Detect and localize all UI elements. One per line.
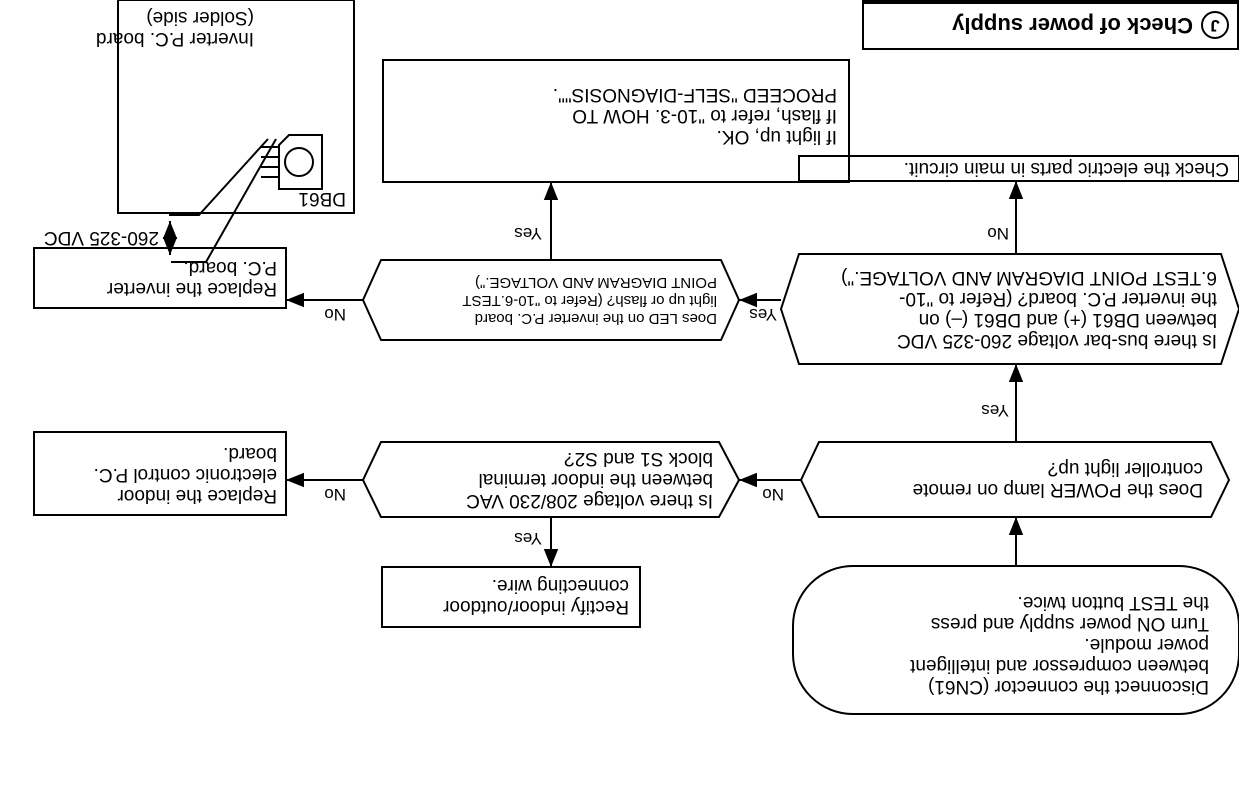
action-light-ok: If light up, OK. If flash, refer to "10-… (553, 84, 837, 147)
action-line: electronic control P.C. (93, 464, 277, 485)
db61-label: DB61 (298, 188, 346, 209)
start-instruction: Disconnect the connector (CN61) between … (910, 592, 1209, 697)
decision-line: Is there bus-bar voltage 260-325 VDC (896, 330, 1217, 351)
pcb-connector-outline (278, 134, 323, 190)
start-line: Turn ON power supply and press (930, 613, 1209, 634)
action-line: connecting wire. (491, 575, 629, 596)
a-rectify-outline (381, 566, 641, 628)
decision-line: Does the POWER lamp on remote (912, 479, 1203, 501)
edge-label-yes: Yes (749, 305, 777, 324)
start-line: power module. (1084, 634, 1209, 655)
action-line: P.C. board. (183, 257, 277, 278)
decision-line: light up or flash? (Refer to "10-6.TEST (462, 292, 717, 309)
decision-line: POINT DIAGRAM AND VOLTAGE.") (474, 274, 717, 291)
action-line: If flash, refer to "10-3. HOW TO (572, 105, 837, 126)
edge-label-yes: Yes (514, 224, 542, 243)
decision-line: controller light up? (1047, 458, 1203, 480)
a-replace-inverter-outline (33, 247, 287, 309)
decision-led: Does LED on the inverter P.C. board ligh… (363, 260, 739, 340)
action-line: Check the electric parts in main circuit… (903, 158, 1229, 179)
edge-label-yes: Yes (981, 401, 1009, 420)
decision-line: block S1 and S2? (564, 448, 713, 469)
section-letter-badge: J (1201, 11, 1229, 39)
start-line: Disconnect the connector (CN61) (928, 676, 1209, 697)
pcb-label-line: Inverter P.C. board (95, 28, 254, 49)
action-check-main-circuit: Check the electric parts in main circuit… (904, 158, 1229, 179)
action-line: Replace the inverter (106, 278, 277, 299)
pcb-pins (261, 146, 279, 178)
action-replace-indoor-board: Replace the indoor electronic control P.… (94, 443, 277, 506)
decision-line: 6.TEST POINT DIAGRAM AND VOLTAGE.") (841, 267, 1217, 288)
action-line: PROCEED "SELF-DIAGNOSIS"". (552, 84, 837, 105)
action-line: board. (223, 443, 277, 464)
action-line: If light up, OK. (716, 126, 837, 147)
edge-label-no: No (762, 485, 784, 504)
start-line: the TEST button twice. (1017, 592, 1209, 613)
pcb-label: Inverter P.C. board (Solder side) (96, 7, 254, 49)
action-line: Replace the indoor (117, 485, 278, 506)
start-line: between compressor and intelligent (910, 655, 1209, 676)
edge-label-yes: Yes (514, 529, 542, 548)
q-bus-bar-outline (779, 253, 1239, 365)
a-light-ok-outline (382, 59, 850, 183)
section-title: J Check of power supply (862, 0, 1239, 50)
edge-label-no: No (324, 485, 346, 504)
pcb-probe-lines (169, 138, 277, 263)
pcb-outline (117, 0, 355, 214)
decision-power-lamp: Does the POWER lamp on remote controller… (801, 442, 1229, 517)
decision-line: Is there voltage 208/230 VAC (466, 490, 713, 511)
edge-label-no: No (324, 305, 346, 324)
decision-line: between DB61 (+) and DB61 (–) on (918, 309, 1217, 330)
action-rectify-wire: Rectify indoor/outdoor connecting wire. (443, 575, 629, 617)
pcb-label-line: (Solder side) (146, 7, 254, 28)
action-line: Rectify indoor/outdoor (443, 596, 629, 617)
decision-voltage-208: Is there voltage 208/230 VAC between the… (363, 442, 739, 517)
edge-label-no: No (987, 224, 1009, 243)
section-title-text: Check of power supply (952, 13, 1193, 38)
pcb-connector-circle (284, 147, 314, 177)
action-replace-inverter-board: Replace the inverter P.C. board. (107, 257, 277, 299)
decision-line: between the indoor terminal (478, 469, 713, 490)
decision-line: Does LED on the inverter P.C. board (474, 310, 717, 327)
voltage-label: 260-325 VDC (43, 227, 159, 248)
decision-bus-bar: Is there bus-bar voltage 260-325 VDC bet… (781, 254, 1239, 364)
decision-line: the inverter P.C. board? (Refer to "10- (899, 288, 1217, 309)
